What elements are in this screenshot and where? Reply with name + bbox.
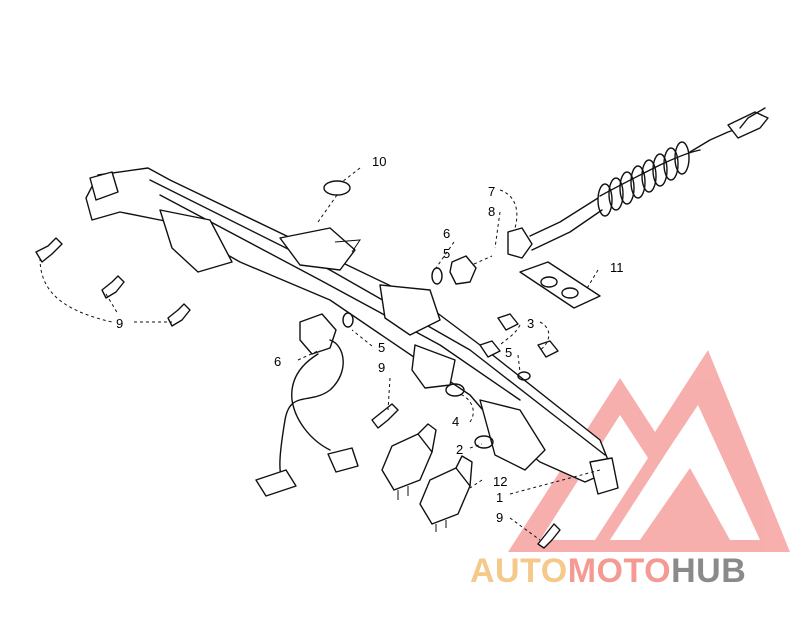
support-bracket [85,167,619,495]
toggle-switch-12 [419,455,473,532]
callout-8: 8 [488,204,495,219]
decal-11 [519,261,601,309]
tether-cord [507,107,769,259]
watermark-logo [508,350,790,552]
callout-9-mid: 9 [378,360,385,375]
watermark-hub: HUB [671,552,746,590]
svg-text:AUTOMOTOHUB: AUTOMOTOHUB [470,552,746,590]
clips-3 [479,313,559,381]
callout-1: 1 [496,490,503,505]
washers-4 [445,383,494,449]
callout-9-left: 9 [116,316,123,331]
coil-spring [597,141,690,217]
callout-4: 4 [452,414,459,429]
watermark-text: AUTOMOTOHUB [470,552,746,590]
switch-harness-left [255,312,359,497]
callout-5-right: 5 [505,345,512,360]
screws-9 [35,237,561,549]
grommet-10 [317,180,351,223]
callout-5-top: 5 [443,246,450,261]
watermark-auto: AUTO [470,552,568,590]
callout-6-top: 6 [443,226,450,241]
ignition-switch-top [431,255,493,285]
leader-lines [39,167,601,541]
callout-3: 3 [527,316,534,331]
callout-9-bottom: 9 [496,510,503,525]
callout-labels: 10 7 8 6 5 11 3 5 5 9 6 9 4 2 12 1 9 [116,154,624,525]
toggle-switch-2 [381,423,437,500]
callout-6-left: 6 [274,354,281,369]
callout-2: 2 [456,442,463,457]
watermark-moto: MOTO [568,552,671,590]
callout-5-mid: 5 [378,340,385,355]
callout-11: 11 [610,260,624,275]
callout-7: 7 [488,184,495,199]
callout-10: 10 [372,154,386,169]
callout-12: 12 [493,474,507,489]
